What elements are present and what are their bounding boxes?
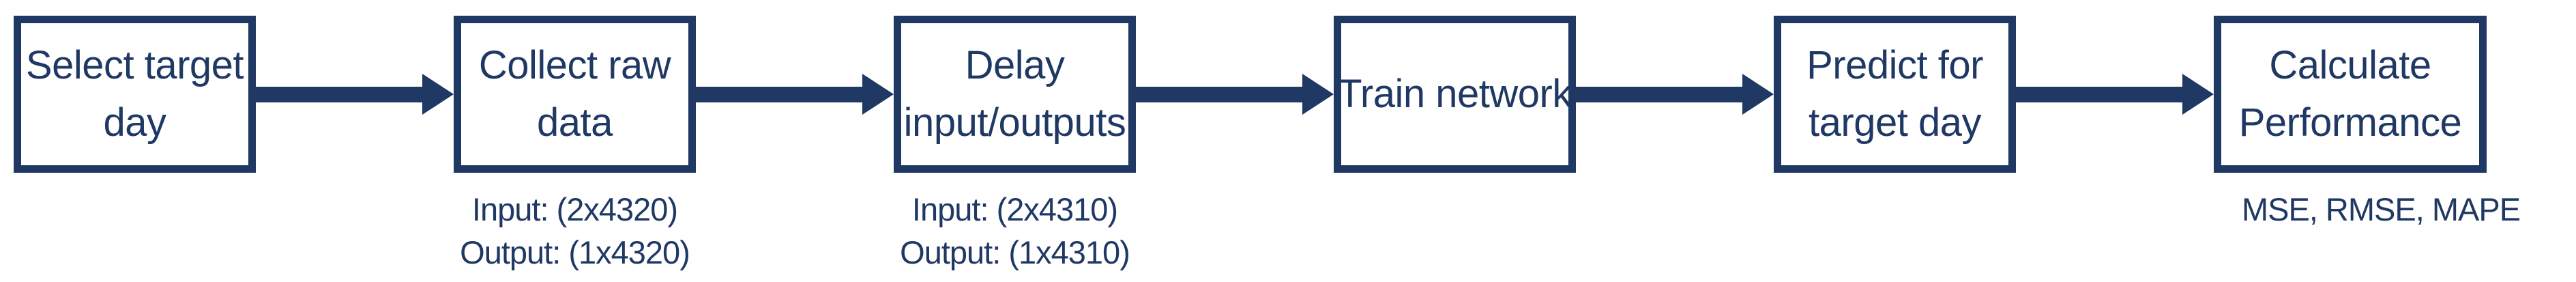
step-collect-raw-data: Collect raw data Input: (2x4320) Output:…	[454, 0, 696, 274]
step-annotation-calculate-performance: MSE, RMSE, MAPE	[2241, 188, 2521, 231]
step-label-line: input/outputs	[903, 100, 1126, 145]
arrow-shaft	[1136, 86, 1302, 102]
arrow-shaft	[2016, 86, 2182, 102]
step-calculate-performance: Calculate Performance MSE, RMSE, MAPE	[2214, 0, 2521, 231]
arrow-head-icon	[422, 74, 454, 115]
step-box-train-network: Train network	[1334, 16, 1576, 173]
annotation-line: Input: (2x4320)	[471, 191, 678, 227]
step-label-line: Delay	[965, 43, 1065, 87]
flow-arrow-3	[1136, 16, 1334, 173]
step-label-line: Predict for	[1806, 43, 1983, 87]
annotation-line: Output: (1x4310)	[900, 234, 1130, 270]
step-box-delay-input-outputs: Delay input/outputs	[894, 16, 1136, 173]
annotation-line: Input: (2x4310)	[911, 191, 1118, 227]
flow-arrow-2	[696, 16, 894, 173]
annotation-line: Output: (1x4320)	[460, 234, 690, 270]
step-select-target-day: Select target day	[14, 0, 256, 173]
flow-arrow-5	[2016, 16, 2214, 173]
step-annotation-collect-raw-data: Input: (2x4320) Output: (1x4320)	[460, 188, 690, 274]
step-label-line: Performance	[2238, 100, 2462, 145]
step-label-line: Select target	[25, 43, 244, 87]
step-box-predict-for-target-day: Predict for target day	[1774, 16, 2016, 173]
annotation-line: MSE, RMSE, MAPE	[2241, 191, 2521, 227]
step-label-line: Collect raw	[478, 43, 671, 87]
step-label-line: target day	[1809, 100, 1981, 145]
flowchart: Select target day Collect raw data Input…	[14, 0, 2521, 274]
step-predict-for-target-day: Predict for target day	[1774, 0, 2016, 173]
arrow-shaft	[256, 86, 422, 102]
step-label-line: Train network	[1338, 72, 1572, 116]
arrow-head-icon	[1742, 74, 1774, 115]
step-train-network: Train network	[1334, 0, 1576, 173]
step-label-line: day	[103, 100, 166, 145]
arrow-head-icon	[2182, 74, 2214, 115]
arrow-shaft	[696, 86, 862, 102]
arrow-head-icon	[862, 74, 894, 115]
arrow-shaft	[1576, 86, 1742, 102]
step-label-line: data	[537, 100, 613, 145]
flow-arrow-1	[256, 16, 454, 173]
arrow-head-icon	[1302, 74, 1334, 115]
flow-arrow-4	[1576, 16, 1774, 173]
step-box-select-target-day: Select target day	[14, 16, 256, 173]
step-annotation-delay-input-outputs: Input: (2x4310) Output: (1x4310)	[900, 188, 1130, 274]
step-delay-input-outputs: Delay input/outputs Input: (2x4310) Outp…	[894, 0, 1136, 274]
step-box-collect-raw-data: Collect raw data	[454, 16, 696, 173]
step-box-calculate-performance: Calculate Performance	[2214, 16, 2487, 173]
step-label-line: Calculate	[2269, 43, 2431, 87]
